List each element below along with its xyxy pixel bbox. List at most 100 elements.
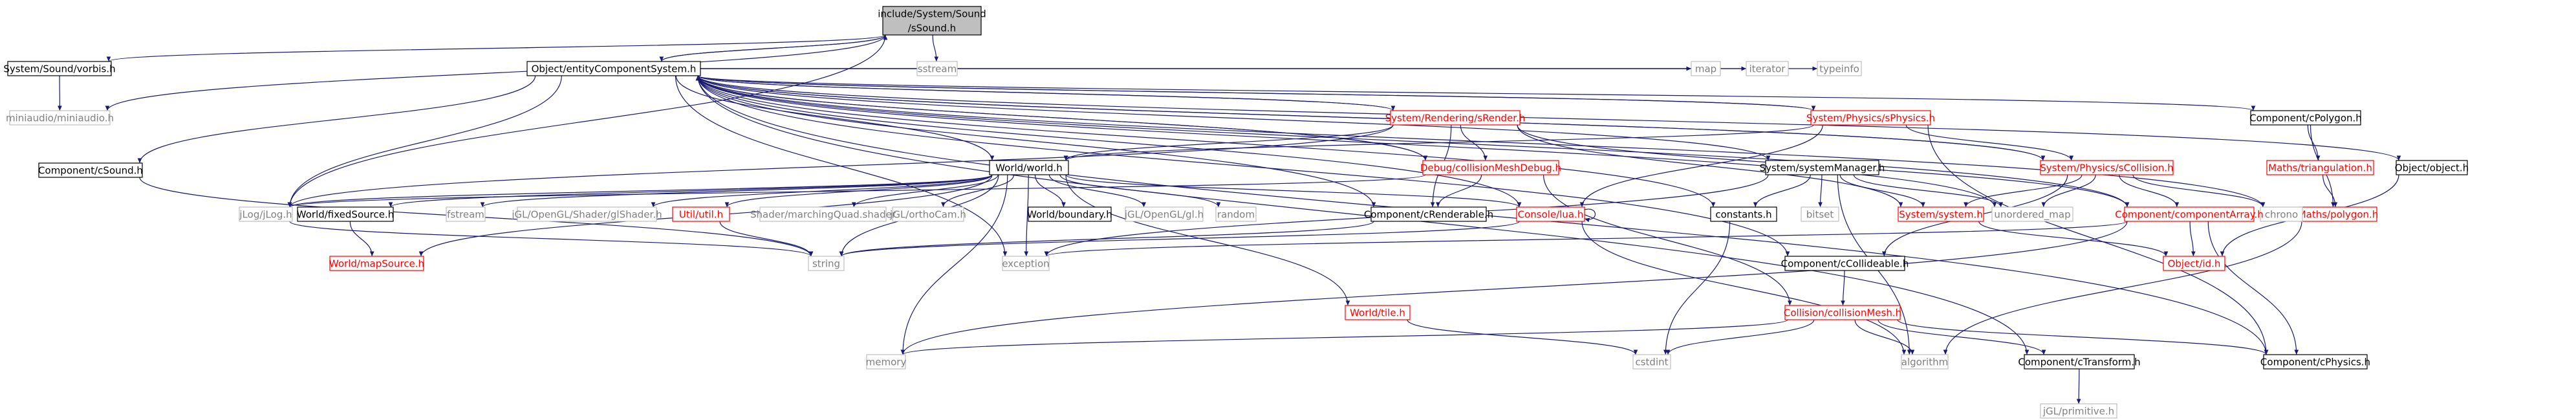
- edge-world-to-consolelua: [1065, 174, 1522, 208]
- edge-ecs-to-constants: [697, 75, 1716, 208]
- node-srender[interactable]: System/Rendering/sRender.h: [1385, 110, 1526, 126]
- node-box-vorbis: [7, 61, 112, 76]
- node-label-random-0: random: [1217, 209, 1255, 221]
- node-ctransform[interactable]: Component/cTransform.h: [2018, 354, 2141, 370]
- node-ccollideable[interactable]: Component/cCollideable.h: [1781, 256, 1909, 271]
- node-label-map-0: map: [1695, 63, 1716, 75]
- node-map: map: [1691, 61, 1721, 76]
- node-worldtile[interactable]: World/tile.h: [1345, 305, 1411, 320]
- node-box-comparray: [2124, 206, 2255, 222]
- edge-crenderable-to-string: [839, 221, 1374, 257]
- node-cpolygon[interactable]: Component/cPolygon.h: [2249, 110, 2362, 126]
- node-triangulation[interactable]: Maths/triangulation.h: [2266, 160, 2374, 175]
- node-label-jlog-0: jLog/jLog.h: [239, 209, 292, 221]
- node-label-world-0: World/world.h: [995, 162, 1063, 174]
- node-box-typeinfo: [1817, 61, 1862, 76]
- node-box-sysmanager: [1765, 160, 1879, 175]
- node-boundary[interactable]: World/boundary.h: [1027, 206, 1112, 222]
- node-label-memory-0: memory: [866, 357, 907, 368]
- edge-ecs-to-objecth: [697, 75, 2401, 161]
- node-systemh[interactable]: System/system.h: [1898, 206, 1984, 222]
- node-label-fixedsource-0: World/fixedSource.h: [297, 209, 394, 221]
- node-box-cphysics: [2263, 354, 2368, 370]
- node-label-shadermq-0: Shader/marchingQuad.shader: [750, 209, 896, 221]
- node-box-ccollideable: [1784, 256, 1905, 271]
- node-box-ecs: [526, 61, 701, 76]
- node-crenderable[interactable]: Component/cRenderable.h: [1364, 206, 1493, 222]
- node-consolelua[interactable]: Console/lua.h: [1516, 206, 1585, 222]
- node-sound[interactable]: include/System/Sound/sSound.h: [878, 6, 986, 36]
- node-sphysics[interactable]: System/Physics/sPhysics.h: [1806, 110, 1935, 126]
- edge-cpolygon-to-triangulation: [2307, 124, 2321, 161]
- node-sysmanager[interactable]: System/systemManager.h: [1760, 160, 1885, 175]
- node-collisionmesh[interactable]: Collision/collisionMesh.h: [1784, 305, 1901, 320]
- edge-utilh-to-string: [719, 221, 814, 257]
- edge-world-to-jglorthocam: [941, 174, 1015, 208]
- edge-ecs-to-comparray: [697, 75, 2130, 208]
- node-box-jglopengl: [1125, 206, 1204, 222]
- node-box-map: [1691, 61, 1721, 76]
- node-miniaudio: miniaudio/miniaudio.h: [6, 110, 114, 126]
- node-box-shadermq: [759, 206, 887, 222]
- node-label-cstdint-0: cstdint: [1635, 357, 1668, 368]
- edge-scollision-to-comparray: [2119, 174, 2180, 208]
- node-box-collisionmesh: [1784, 305, 1901, 320]
- node-box-iterator: [1746, 61, 1789, 76]
- node-box-worldtile: [1345, 305, 1411, 320]
- node-utilh[interactable]: Util/util.h: [672, 206, 730, 222]
- node-unorderedmap: unordered_map: [1991, 206, 2073, 222]
- node-vorbis[interactable]: System/Sound/vorbis.h: [3, 61, 116, 76]
- node-debugmesh[interactable]: Debug/collisionMeshDebug.h: [1420, 160, 1561, 175]
- edge-world-to-fixedsource: [388, 174, 993, 208]
- node-cphysics[interactable]: Component/cPhysics.h: [2260, 354, 2370, 370]
- edge-consolelua-to-algorithm: [1581, 221, 1907, 355]
- node-box-idh: [2163, 256, 2225, 271]
- node-fixedsource[interactable]: World/fixedSource.h: [297, 206, 394, 222]
- node-label-comparray-0: Component/componentArray.h: [2115, 209, 2264, 221]
- edge-comparray-to-exception: [1044, 221, 2128, 257]
- node-ecs[interactable]: Object/entityComponentSystem.h: [526, 61, 701, 76]
- node-label-chrono-0: chrono: [2265, 209, 2298, 221]
- edge-ecs-to-ctransform: [697, 75, 2029, 355]
- node-box-consolelua: [1516, 206, 1585, 222]
- node-label-boundary-0: World/boundary.h: [1027, 209, 1112, 221]
- node-typeinfo: typeinfo: [1817, 61, 1862, 76]
- edge-world-to-jglopengl: [1048, 174, 1146, 208]
- edge-ecs-to-ccollideable: [697, 75, 1790, 257]
- edge-sound-to-vorbis: [107, 34, 886, 62]
- node-box-memory: [866, 354, 906, 370]
- edge-world-to-boundary: [1034, 174, 1066, 208]
- node-objecth[interactable]: Object/object.h: [2395, 160, 2469, 175]
- node-label-utilh-0: Util/util.h: [679, 209, 723, 221]
- node-polygon[interactable]: Maths/polygon.h: [2298, 206, 2379, 222]
- node-scollision[interactable]: System/Physics/sCollision.h: [2040, 160, 2174, 175]
- node-label-jglprimitive-0: jGL/primitive.h: [2042, 406, 2114, 417]
- edge-world-to-utilh: [724, 174, 993, 208]
- node-label-unorderedmap-0: unordered_map: [1994, 209, 2070, 221]
- node-comparray[interactable]: Component/componentArray.h: [2115, 206, 2264, 222]
- edge-collisionmesh-to-ctransform: [1878, 319, 2046, 355]
- node-world[interactable]: World/world.h: [989, 160, 1069, 175]
- node-constants[interactable]: constants.h: [1710, 206, 1777, 222]
- node-box-constants: [1710, 206, 1777, 222]
- edge-collisionmesh-to-memory: [901, 319, 1788, 355]
- edge-debugmesh-to-collisionmesh: [1543, 174, 1792, 306]
- edge-ecs-to-consolelua: [697, 75, 1522, 208]
- node-box-jglorthocam: [892, 206, 964, 222]
- edge-sphysics-to-world: [1063, 124, 1814, 161]
- edge-srender-to-world: [1063, 124, 1394, 161]
- node-box-random: [1215, 206, 1257, 222]
- node-box-sphysics: [1810, 110, 1931, 126]
- node-label-srender-0: System/Rendering/sRender.h: [1385, 113, 1526, 124]
- node-fstream: fstream: [446, 206, 486, 222]
- node-label-crenderable-0: Component/cRenderable.h: [1364, 209, 1493, 221]
- dependency-edges: [58, 34, 2401, 404]
- node-csound[interactable]: Component/cSound.h: [38, 162, 143, 178]
- node-idh[interactable]: Object/id.h: [2163, 256, 2225, 271]
- node-box-csound: [38, 162, 143, 178]
- node-box-crenderable: [1370, 206, 1487, 222]
- edge-ecs-to-csound: [137, 75, 536, 164]
- edge-comparray-to-memory: [900, 221, 2128, 355]
- node-mapsource[interactable]: World/mapSource.h: [329, 256, 424, 271]
- edge-world-to-jglshader: [651, 174, 993, 208]
